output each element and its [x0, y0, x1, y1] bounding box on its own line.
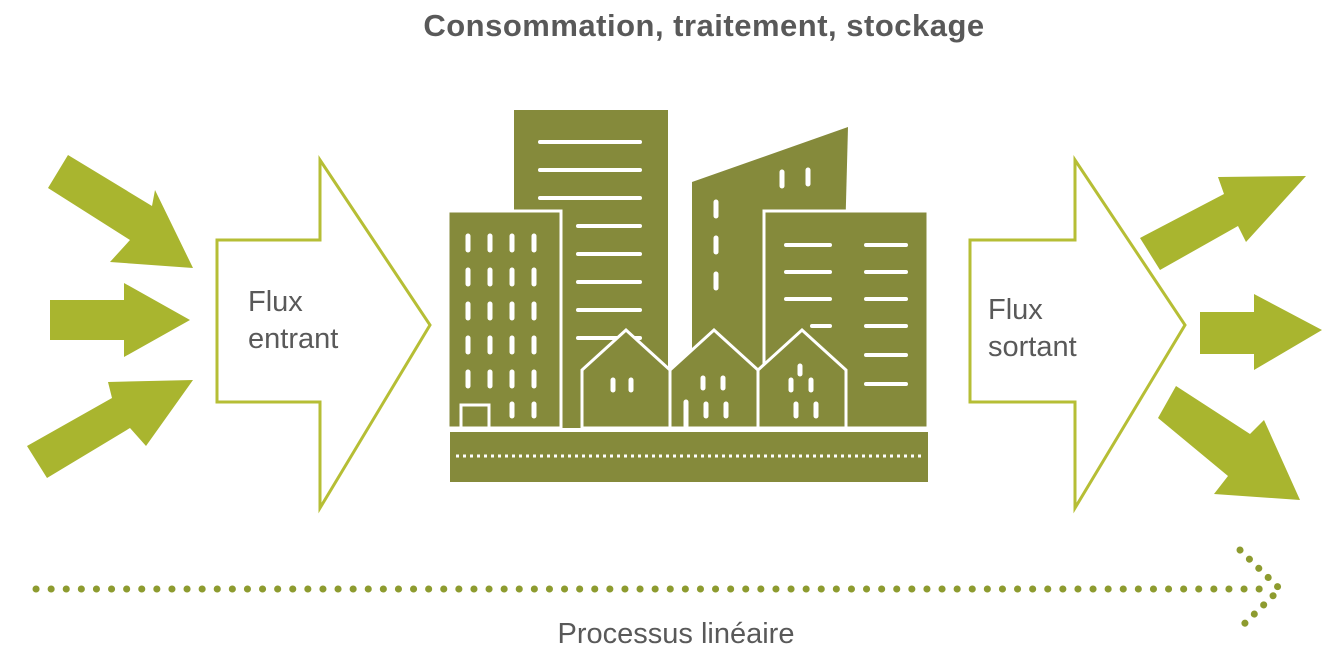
outflow-outline-arrow [968, 155, 1187, 514]
left-building-door [459, 403, 491, 431]
left-building-windows [465, 233, 537, 419]
inflow-outline-arrow [215, 155, 432, 514]
inflow-label: Flux entrant [248, 284, 338, 358]
incoming-arrow-bottom [27, 380, 193, 478]
outflow-label-line1: Flux [988, 294, 1043, 326]
incoming-arrow-middle [50, 283, 190, 357]
inflow-label-line1: Flux [248, 286, 303, 318]
inflow-label-line2: entrant [248, 323, 339, 355]
diagram-title: Consommation, traitement, stockage [423, 8, 985, 43]
building-left [446, 209, 563, 430]
house-1 [580, 327, 672, 430]
incoming-arrow-top [48, 155, 193, 268]
house-3 [756, 327, 848, 430]
outgoing-arrow-top [1140, 176, 1306, 270]
house-windows [610, 363, 819, 429]
city-buildings-icon [446, 110, 930, 482]
process-caption: Processus linéaire [557, 618, 795, 650]
outflow-label: Flux sortant [988, 292, 1077, 366]
outflow-label-line2: sortant [988, 331, 1077, 363]
house-2 [668, 327, 760, 430]
process-arrowhead [1236, 546, 1286, 632]
outgoing-arrow-bottom [1158, 386, 1300, 500]
incoming-arrows [27, 155, 193, 478]
outgoing-arrow-middle [1200, 294, 1322, 370]
slanted-tower-windows [713, 167, 811, 291]
right-building-windows [784, 243, 908, 386]
outgoing-arrows [1140, 176, 1322, 500]
